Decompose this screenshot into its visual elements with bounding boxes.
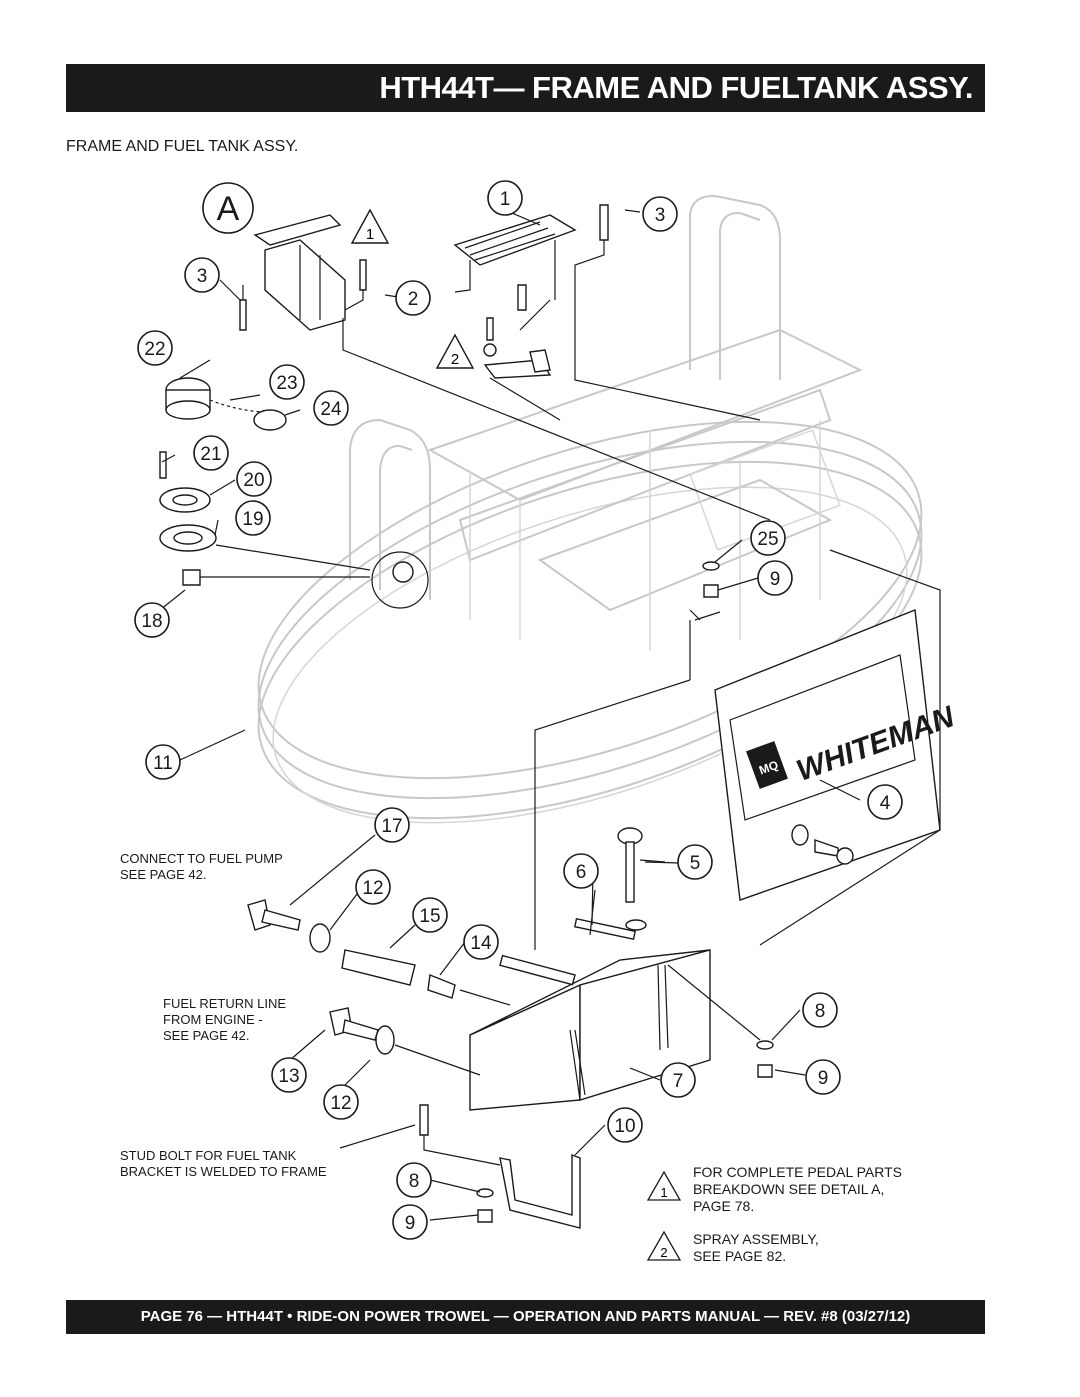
callout-9c: 9 <box>405 1213 416 1234</box>
note-line: SEE PAGE 42. <box>120 867 207 882</box>
callouts: 1 3 3 2 22 23 24 21 20 19 18 25 9 11 4 1… <box>134 180 903 1240</box>
fuel-tank <box>469 889 711 1111</box>
note-fuel-pump: CONNECT TO FUEL PUMP SEE PAGE 42. <box>120 851 283 883</box>
callout-4: 4 <box>880 793 891 814</box>
legend-marker-1: 1 <box>660 1185 667 1200</box>
note-line: SEE PAGE 42. <box>163 1028 250 1043</box>
triangle-2: 2 <box>451 351 459 368</box>
detail-a-label: A <box>217 190 240 228</box>
legend-marker-2: 2 <box>660 1245 667 1260</box>
fuel-gauge <box>617 827 666 931</box>
callout-8a: 8 <box>815 1001 826 1022</box>
callout-23: 23 <box>276 373 297 394</box>
triangle-1: 1 <box>366 226 374 243</box>
callout-7: 7 <box>673 1071 684 1092</box>
logo-badge: MQ <box>757 758 780 778</box>
callout-12b: 12 <box>330 1093 351 1114</box>
leader-lines <box>159 209 861 1221</box>
callout-1: 1 <box>500 189 511 210</box>
callout-10: 10 <box>614 1116 635 1137</box>
note-stud-bolt: STUD BOLT FOR FUEL TANK BRACKET IS WELDE… <box>120 1148 327 1180</box>
page-footer-bar: PAGE 76 — HTH44T • RIDE-ON POWER TROWEL … <box>66 1300 985 1334</box>
legend-item-1: FOR COMPLETE PEDAL PARTS BREAKDOWN SEE D… <box>693 1164 902 1215</box>
note-return-line: FUEL RETURN LINE FROM ENGINE - SEE PAGE … <box>163 996 286 1044</box>
callout-20: 20 <box>243 470 264 491</box>
fuel-filler-neck <box>392 561 414 583</box>
note-line: FROM ENGINE - <box>163 1012 263 1027</box>
spray-assembly <box>483 317 561 421</box>
fuel-cap-assembly <box>159 377 371 586</box>
tank-bracket <box>419 1104 581 1229</box>
callout-3b: 3 <box>197 266 208 287</box>
fuel-fittings-upper <box>247 899 511 1006</box>
callout-24: 24 <box>320 399 342 420</box>
callout-22: 22 <box>144 339 165 360</box>
callout-2a: 2 <box>408 289 419 310</box>
callout-25: 25 <box>757 529 778 550</box>
fuel-filler-detail-circle <box>371 551 429 609</box>
callout-11: 11 <box>153 753 173 774</box>
legend-line: PAGE 78. <box>693 1198 755 1214</box>
page-title: HTH44T— FRAME AND FUELTANK ASSY. <box>379 70 973 105</box>
note-line: STUD BOLT FOR FUEL TANK <box>120 1148 297 1163</box>
callout-8b: 8 <box>409 1171 420 1192</box>
callout-13: 13 <box>278 1066 299 1087</box>
callout-6: 6 <box>576 862 587 883</box>
callout-3a: 3 <box>655 205 666 226</box>
fuel-fittings-lower <box>329 1007 481 1076</box>
washer-upper <box>702 561 720 571</box>
detail-a <box>202 182 771 521</box>
nut-upper <box>703 584 719 598</box>
washer-right <box>756 1040 774 1050</box>
detail-a-circle <box>202 182 254 234</box>
callout-15: 15 <box>419 906 440 927</box>
legend-markers: 1 2 <box>646 1170 682 1261</box>
legend-line: SEE PAGE 82. <box>693 1248 787 1264</box>
decal-plate: MQ WHITEMAN <box>534 549 960 950</box>
note-line: FUEL RETURN LINE <box>163 996 287 1011</box>
legend-line: BREAKDOWN SEE DETAIL A, <box>693 1181 885 1197</box>
callout-21: 21 <box>200 444 221 465</box>
legend-line: FOR COMPLETE PEDAL PARTS <box>693 1164 903 1180</box>
legend-line: SPRAY ASSEMBLY, <box>693 1231 819 1247</box>
page-title-bar: HTH44T— FRAME AND FUELTANK ASSY. <box>66 64 985 112</box>
callout-5: 5 <box>690 853 701 874</box>
callout-9b: 9 <box>818 1068 829 1089</box>
nut-right <box>757 1064 773 1078</box>
callout-14: 14 <box>470 933 492 954</box>
callout-12a: 12 <box>362 878 383 899</box>
section-subtitle: FRAME AND FUEL TANK ASSY. <box>66 138 299 155</box>
triangle-markers: 1 2 <box>350 208 475 369</box>
page-footer-text: PAGE 76 — HTH44T • RIDE-ON POWER TROWEL … <box>140 1308 911 1325</box>
callout-18: 18 <box>141 611 162 632</box>
note-line: BRACKET IS WELDED TO FRAME <box>120 1164 327 1179</box>
legend-item-2: SPRAY ASSEMBLY, SEE PAGE 82. <box>693 1231 819 1265</box>
callout-9a: 9 <box>770 569 781 590</box>
callout-19: 19 <box>242 509 263 530</box>
note-line: CONNECT TO FUEL PUMP <box>120 851 283 866</box>
pedal-assembly <box>453 204 761 421</box>
callout-17: 17 <box>381 816 402 837</box>
